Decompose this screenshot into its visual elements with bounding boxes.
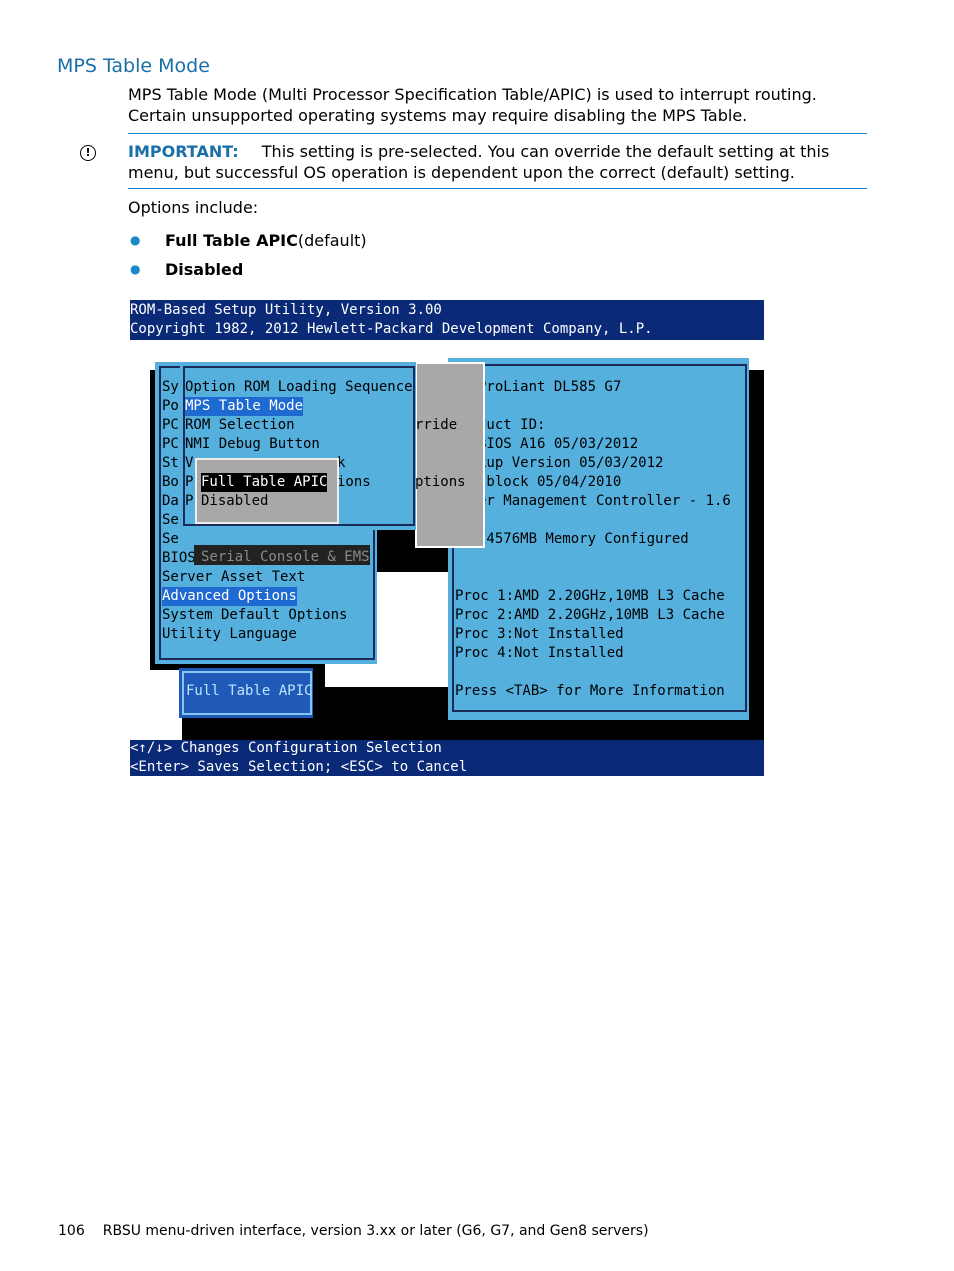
options-intro: Options include:	[128, 198, 259, 217]
submenu-item[interactable]: Option ROM Loading Sequence	[185, 379, 413, 395]
main-menu-item[interactable]: Utility Language	[162, 626, 297, 642]
system-info-line: duct ID:	[478, 417, 546, 433]
current-value-frame	[182, 671, 312, 715]
gray-pane	[415, 362, 485, 548]
main-menu-item-fragment[interactable]: Po	[162, 398, 179, 414]
footer-line-1: <↑/↓> Changes Configuration Selection	[130, 740, 442, 756]
serial-console-item: Serial Console & EMS	[201, 549, 370, 565]
exclamation-circle-icon: !	[80, 145, 96, 161]
system-info-line: 24576MB Memory Configured	[478, 531, 689, 547]
main-menu-item-fragment[interactable]: Da	[162, 493, 179, 509]
system-info-line: Proc 3:Not Installed	[455, 626, 624, 642]
important-top-rule	[128, 133, 867, 134]
footer-line-2: <Enter> Saves Selection; <ESC> to Cancel	[130, 759, 468, 775]
system-info-line: Proc 4:Not Installed	[455, 645, 624, 661]
submenu-item[interactable]: NMI Debug Button	[185, 436, 320, 452]
main-menu-item-fragment[interactable]: Se	[162, 512, 179, 528]
main-menu-item[interactable]: Advanced Options	[162, 587, 297, 606]
main-menu-item-fragment[interactable]: Se	[162, 531, 179, 547]
main-menu-item-fragment[interactable]: BIOS	[162, 550, 196, 566]
terminal-header: ROM-Based Setup Utility, Version 3.00 Co…	[130, 300, 764, 340]
current-value: Full Table APIC	[186, 683, 313, 699]
behind-text: rride	[415, 417, 458, 433]
main-menu-item-fragment[interactable]: Bo	[162, 474, 179, 490]
important-bottom-rule	[128, 188, 867, 189]
main-menu-item-fragment[interactable]: Sy	[162, 379, 179, 395]
submenu-partial: k	[337, 455, 346, 471]
submenu-partial: P	[185, 474, 194, 490]
intro-paragraph: MPS Table Mode (Multi Processor Specific…	[128, 85, 817, 125]
system-info-line: Proc 1:AMD 2.20GHz,10MB L3 Cache	[455, 588, 725, 604]
submenu-partial: P	[185, 493, 194, 509]
current-value-box	[179, 668, 313, 718]
main-menu-item-fragment[interactable]: St	[162, 455, 179, 471]
behind-text: ions	[337, 474, 371, 490]
important-text: This setting is pre-selected. You can ov…	[128, 142, 830, 182]
system-info-line: BIOS A16 05/03/2012	[478, 436, 639, 452]
rbsu-screenshot: ROM-Based Setup Utility, Version 3.00 Co…	[130, 300, 764, 776]
popup-option-selected[interactable]: Full Table APIC	[201, 473, 328, 492]
option-suffix: (default)	[297, 231, 367, 250]
system-info-line: Proc 2:AMD 2.20GHz,10MB L3 Cache	[455, 607, 725, 623]
list-item: ● Full Table APIC (default)	[128, 226, 367, 255]
header-line-2: Copyright 1982, 2012 Hewlett-Packard Dev…	[130, 321, 653, 337]
header-line-1: ROM-Based Setup Utility, Version 3.00	[130, 302, 442, 318]
important-label: IMPORTANT:	[128, 142, 239, 161]
footer-text: RBSU menu-driven interface, version 3.xx…	[102, 1223, 649, 1239]
options-list: ● Full Table APIC (default) ● Disabled	[128, 226, 367, 284]
main-menu-item-fragment[interactable]: PC	[162, 436, 179, 452]
submenu-item[interactable]: ROM Selection	[185, 417, 295, 433]
popup-option[interactable]: Disabled	[201, 493, 269, 509]
page-number: 106	[58, 1223, 85, 1239]
submenu-item[interactable]: MPS Table Mode	[185, 397, 304, 416]
submenu-partial: V	[185, 455, 194, 471]
page-footer: 106 RBSU menu-driven interface, version 3…	[58, 1223, 649, 1239]
system-info-line: Press <TAB> for More Information	[455, 683, 725, 699]
system-info-line: er Management Controller - 1.6	[478, 493, 731, 509]
system-info-line: tblock 05/04/2010	[478, 474, 622, 490]
option-name: Full Table APIC	[165, 231, 298, 250]
serial-console-strip	[194, 545, 370, 565]
system-info-line: kup Version 05/03/2012	[478, 455, 664, 471]
bullet-icon: ●	[130, 262, 141, 276]
system-info-panel	[448, 358, 749, 720]
section-title: MPS Table Mode	[57, 55, 210, 77]
behind-text: ptions	[415, 474, 466, 490]
submenu-frame	[183, 366, 415, 526]
main-menu-item[interactable]: Server Asset Text	[162, 569, 306, 585]
important-note: IMPORTANT: This setting is pre-selected.…	[128, 141, 868, 183]
terminal-gap	[130, 670, 182, 740]
option-name: Disabled	[165, 260, 244, 279]
bullet-icon: ●	[130, 233, 141, 247]
system-info-line: ProLiant DL585 G7	[478, 379, 622, 395]
main-menu-item-fragment[interactable]: PC	[162, 417, 179, 433]
main-menu-item[interactable]: System Default Options	[162, 607, 348, 623]
terminal-footer: <↑/↓> Changes Configuration Selection <E…	[130, 740, 764, 776]
list-item: ● Disabled	[128, 255, 367, 284]
